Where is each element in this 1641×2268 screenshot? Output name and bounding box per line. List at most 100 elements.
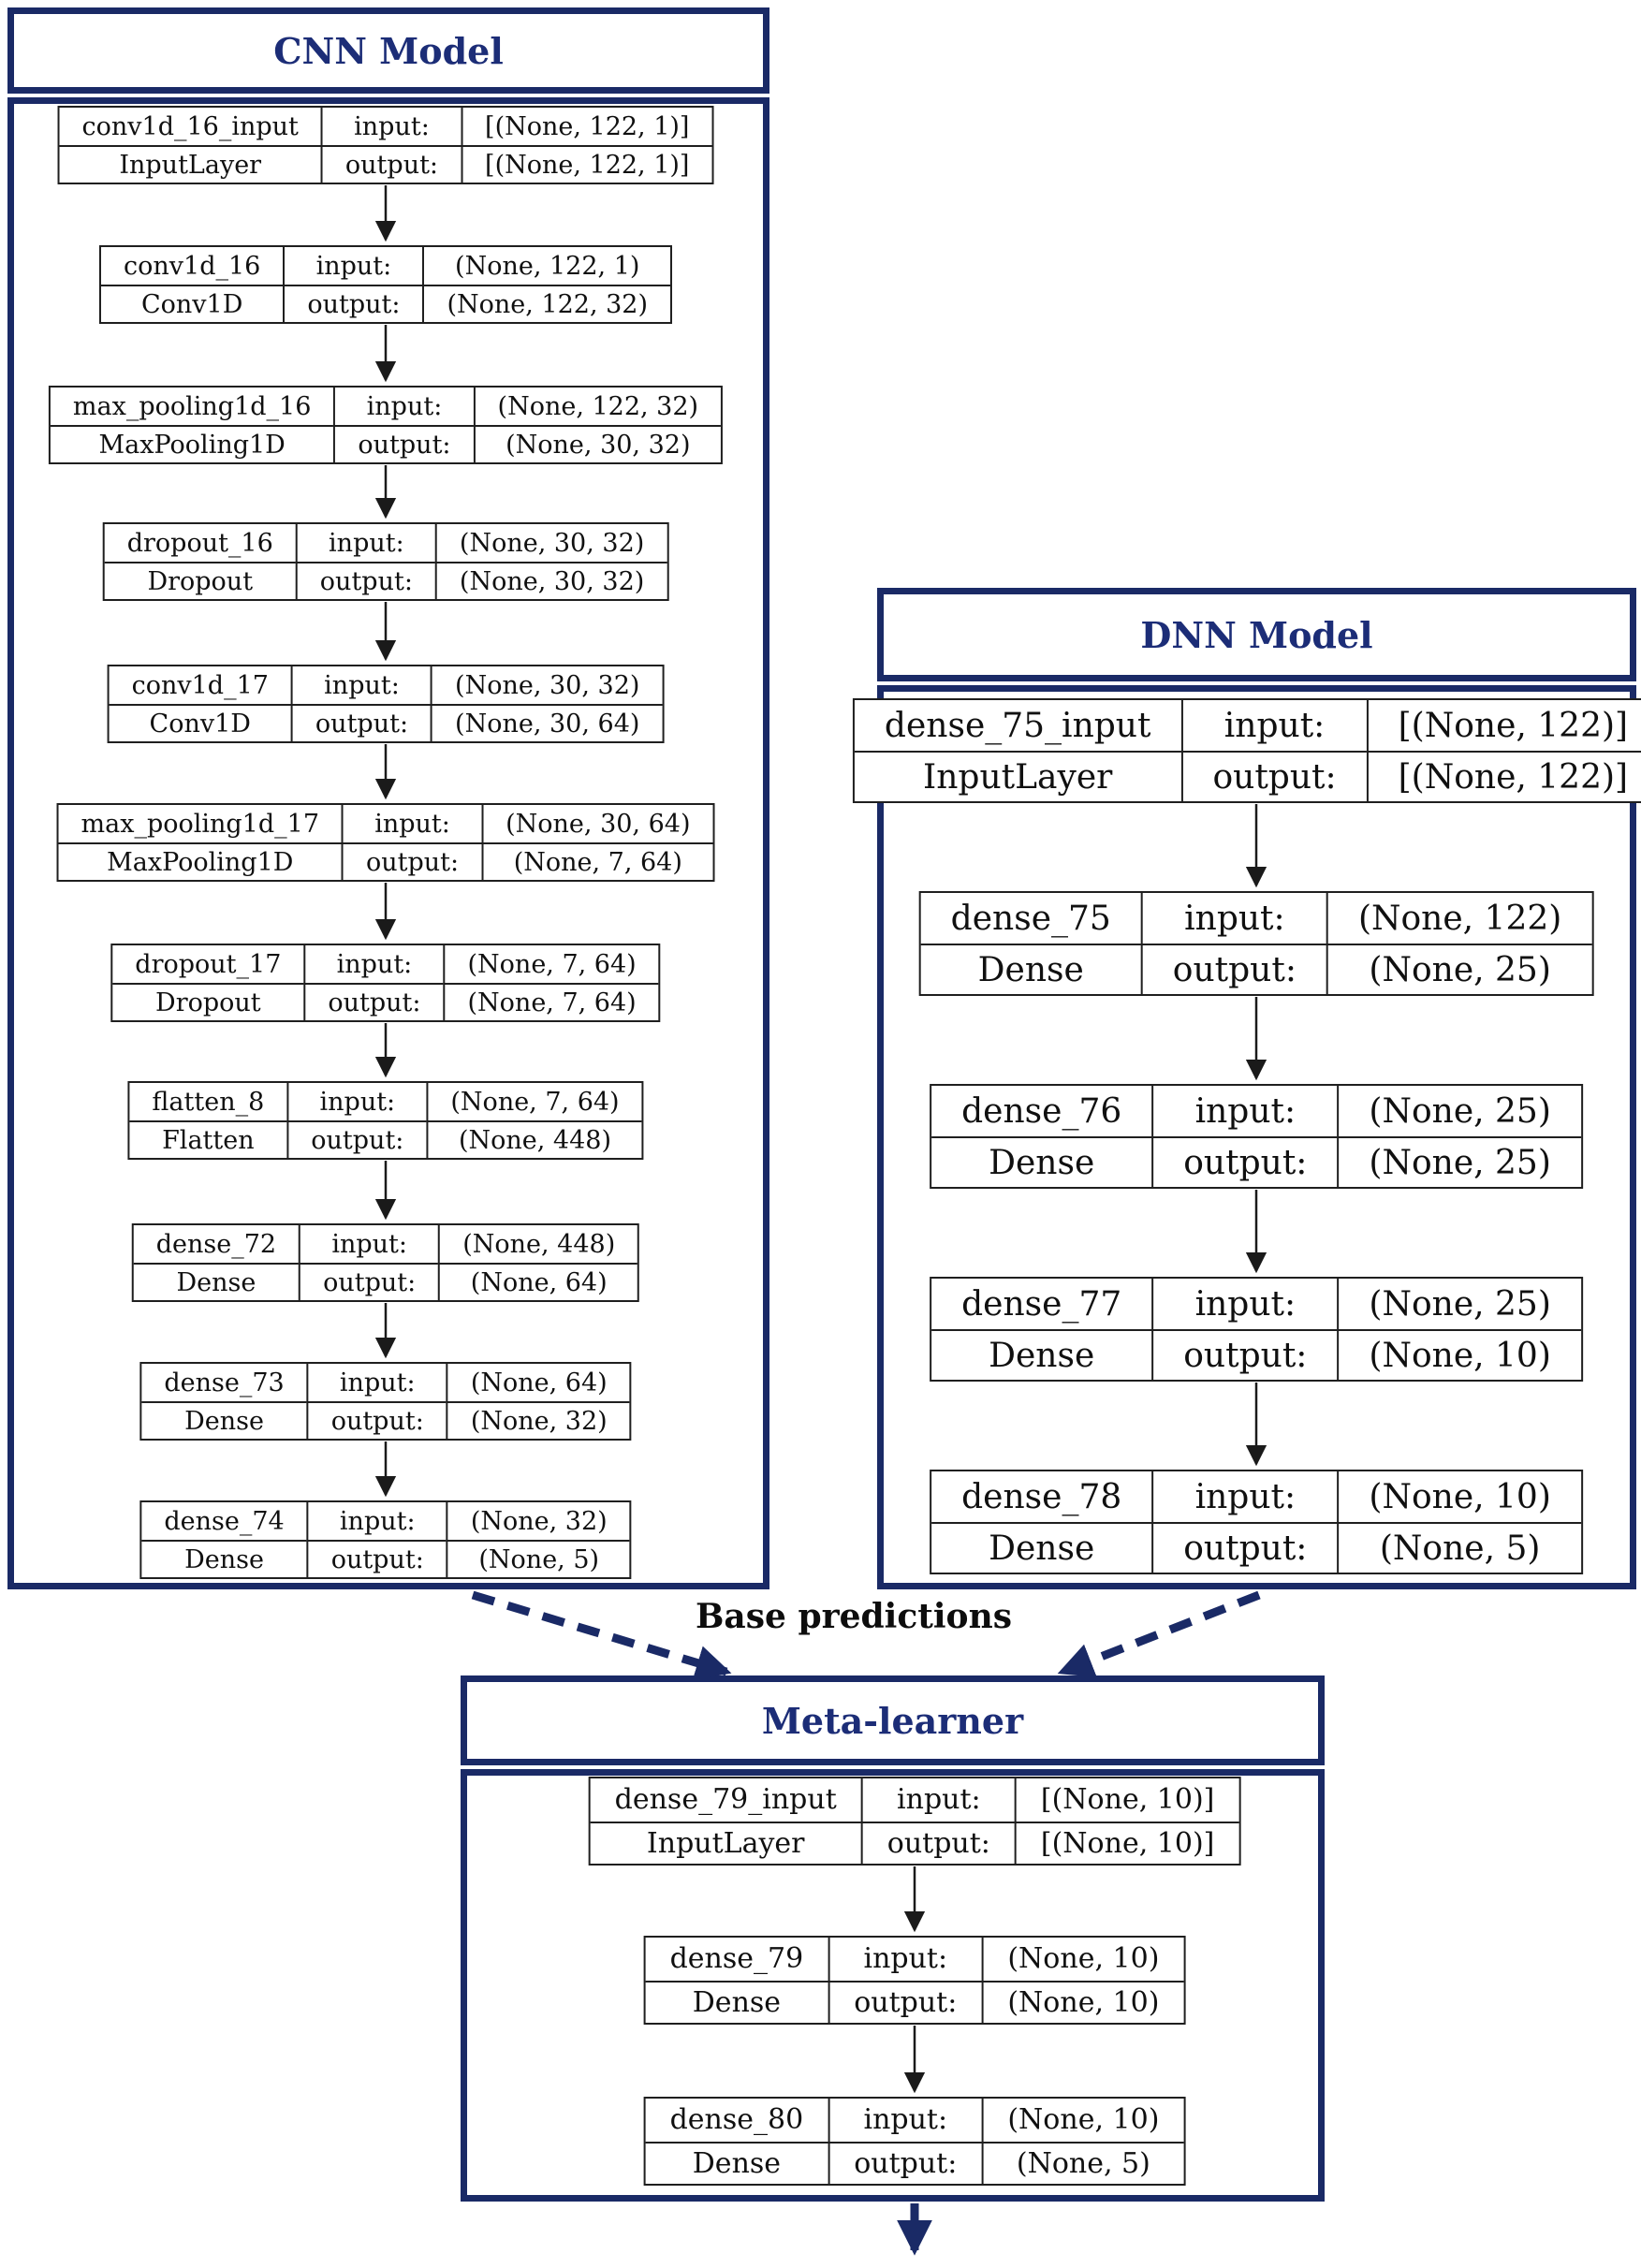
layer-name-cell: dropout_16 <box>126 528 273 558</box>
io-label-cell: input: <box>828 2099 981 2142</box>
layer-class-cell: Dropout <box>104 562 296 599</box>
io-label-cell: input: <box>828 1938 981 1981</box>
input-shape-cell: (None, 64) <box>446 1364 630 1401</box>
base-predictions-label: Base predictions <box>695 1597 1013 1636</box>
layer-class-cell: Dense <box>920 944 1141 994</box>
io-label-cell: output: <box>828 1980 982 2023</box>
io-label-cell: output: <box>303 983 444 1020</box>
io-label-cell: input: <box>860 1778 1015 1822</box>
input-shape-cell: [(None, 122, 1)] <box>461 108 711 145</box>
io-label-cell: input: <box>1140 893 1326 944</box>
layer-class-cell: Dense <box>645 1980 828 2024</box>
io-label-cell: output: <box>290 704 432 741</box>
layer-name-cell: dense_74 <box>164 1506 285 1536</box>
input-shape-cell: (None, 7, 64) <box>426 1083 641 1120</box>
io-label-cell: input: <box>286 1083 426 1120</box>
dashed-connector-arrow <box>1057 1590 1261 1677</box>
input-shape-cell: (None, 30, 64) <box>481 805 712 842</box>
layer-name-cell: conv1d_17 <box>131 670 269 700</box>
layer-name-cell: max_pooling1d_16 <box>72 391 312 421</box>
io-label-cell: input: <box>295 524 435 562</box>
input-shape-cell: (None, 122, 1) <box>422 247 670 285</box>
layer-name-cell: dense_73 <box>164 1368 285 1397</box>
input-shape-cell: (None, 25) <box>1337 1086 1580 1136</box>
layer-name-cell: dense_77 <box>961 1284 1122 1324</box>
input-shape-cell: (None, 7, 64) <box>443 945 659 983</box>
input-shape-cell: (None, 10) <box>981 2099 1183 2142</box>
layer-class-cell: InputLayer <box>854 751 1181 801</box>
layer-name-cell: dense_75_input <box>884 706 1151 745</box>
output-shape-cell: (None, 30, 64) <box>431 704 663 741</box>
node-max_pooling1d_17: max_pooling1d_17 input:(None, 30, 64) MaxP… <box>56 803 715 882</box>
input-shape-cell: (None, 25) <box>1337 1279 1580 1329</box>
output-shape-cell: (None, 30, 32) <box>434 562 667 599</box>
layer-class-cell: Dense <box>645 2141 828 2185</box>
io-label-cell: output: <box>828 2141 982 2184</box>
output-shape-cell: [(None, 122, 1)] <box>461 145 712 183</box>
io-label-cell: output: <box>1140 944 1326 994</box>
io-label-cell: input: <box>306 1364 447 1401</box>
io-label-cell: output: <box>342 842 482 880</box>
output-shape-cell: (None, 5) <box>1337 1522 1581 1573</box>
layer-name-cell: dense_80 <box>669 2103 804 2137</box>
layer-class-cell: Conv1D <box>109 704 291 741</box>
io-label-cell: output: <box>1151 1329 1338 1380</box>
input-shape-cell: (None, 30, 32) <box>431 666 662 704</box>
input-shape-cell: (None, 32) <box>446 1502 630 1540</box>
meta-learner-title-box: Meta-learner <box>461 1675 1325 1765</box>
io-label-cell: output: <box>306 1540 447 1577</box>
input-shape-cell: (None, 10) <box>981 1938 1183 1981</box>
io-label-cell: output: <box>1151 1522 1338 1573</box>
layer-name-cell: max_pooling1d_17 <box>81 809 319 839</box>
layer-name-cell: dropout_17 <box>135 949 282 979</box>
output-shape-cell: [(None, 122)] <box>1366 751 1641 801</box>
layer-class-cell: Dense <box>931 1522 1152 1573</box>
input-shape-cell: [(None, 122)] <box>1366 700 1641 751</box>
layer-name-cell: flatten_8 <box>152 1087 265 1117</box>
io-label-cell: output: <box>333 425 474 462</box>
layer-class-cell: Dropout <box>112 983 304 1020</box>
output-shape-cell: (None, 5) <box>446 1540 630 1577</box>
io-label-cell: output: <box>286 1120 427 1158</box>
layer-class-cell: MaxPooling1D <box>58 842 342 880</box>
input-shape-cell: (None, 448) <box>438 1225 637 1263</box>
output-shape-cell: [(None, 10)] <box>1014 1821 1239 1864</box>
output-shape-cell: (None, 10) <box>981 1980 1184 2023</box>
io-label-cell: output: <box>283 285 423 322</box>
input-shape-cell: [(None, 10)] <box>1014 1778 1238 1822</box>
io-label-cell: output: <box>295 562 435 599</box>
layer-class-cell: InputLayer <box>59 145 321 183</box>
io-label-cell: input: <box>283 247 422 285</box>
io-label-cell: input: <box>342 805 481 842</box>
io-label-cell: output: <box>320 145 462 183</box>
io-label-cell: input: <box>320 108 461 145</box>
layer-name-cell: dense_79 <box>669 1942 804 1976</box>
layer-class-cell: Dense <box>931 1136 1152 1187</box>
meta-learner-title: Meta-learner <box>761 1699 1024 1742</box>
io-label-cell: input: <box>306 1502 447 1540</box>
output-shape-cell: (None, 25) <box>1337 1136 1581 1187</box>
dnn-model-title: DNN Model <box>1140 613 1373 656</box>
dashed-connector-arrow <box>471 1590 732 1680</box>
layer-class-cell: Dense <box>141 1401 307 1439</box>
io-label-cell: input: <box>1151 1086 1337 1136</box>
output-shape-cell: (None, 7, 64) <box>481 842 713 880</box>
layer-name-cell: dense_79_input <box>614 1783 837 1817</box>
output-shape-cell: (None, 7, 64) <box>443 983 659 1020</box>
io-label-cell: output: <box>1180 751 1367 801</box>
output-shape-cell: (None, 32) <box>446 1401 630 1439</box>
